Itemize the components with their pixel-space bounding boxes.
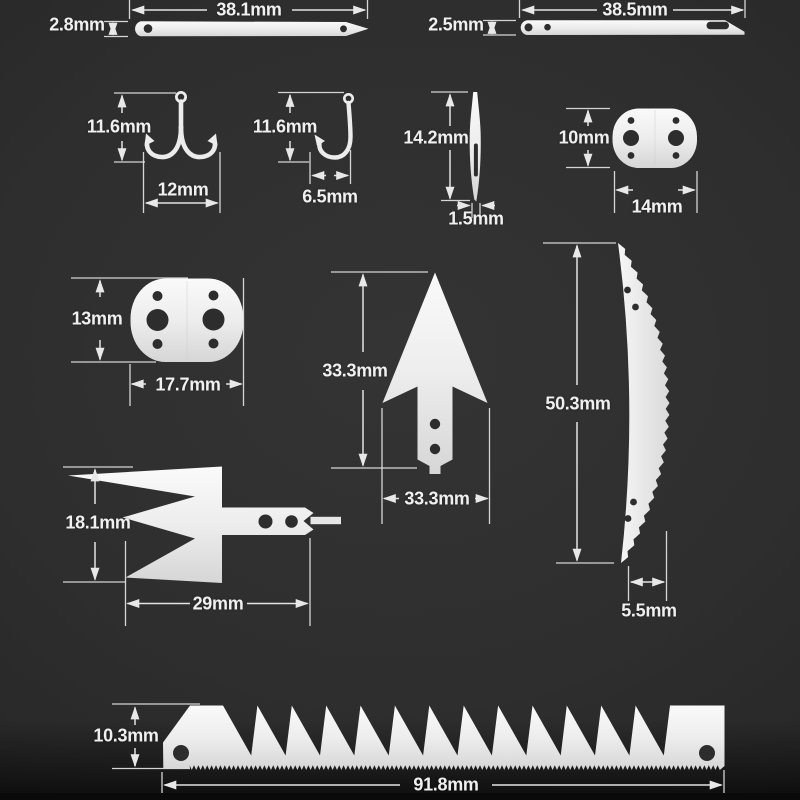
saw-hole: [624, 515, 632, 522]
saw-hole: [624, 286, 631, 294]
needle-dimensions: [431, 91, 495, 218]
dim-label-curved-saw-width: 5.5mm: [621, 600, 677, 621]
long-saw-blade-shape: [163, 705, 725, 770]
strip-hole: [544, 23, 551, 31]
saw-blade-hole: [699, 745, 715, 761]
plate-hole: [152, 339, 163, 349]
needle-shape: [469, 92, 481, 202]
arrowhead-hole: [429, 443, 441, 455]
dim-label-saw-blade-height: 10.3mm: [93, 725, 159, 746]
dim-label-strip-right-width: 38.5mm: [602, 0, 668, 20]
dim-label-oval-small-height: 10mm: [558, 127, 610, 148]
dim-label-arrowhead-width: 33.3mm: [404, 488, 470, 509]
dim-label-double-hook-width: 12mm: [157, 179, 209, 200]
dim-label-needle-height: 14.2mm: [403, 127, 469, 148]
plate-hole: [668, 130, 684, 146]
saw-blade-hole: [173, 745, 189, 761]
single-hook-shape: [314, 93, 354, 160]
dim-label-strip-left-width: 38.1mm: [216, 0, 282, 20]
curved-saw-shape: [618, 243, 670, 563]
strip-slot: [706, 21, 729, 30]
blade-strip-dimensions: [483, 0, 746, 36]
large-oval-plate-dimensions: [71, 277, 245, 406]
dim-label-oval-large-width: 17.7mm: [155, 374, 221, 395]
large-oval-plate-shape: [130, 278, 244, 362]
single-hook-dimensions: [278, 91, 352, 184]
plate-hole: [152, 291, 163, 301]
flat-strip-dimensions: [104, 0, 369, 38]
dim-label-arrowhead-height: 33.3mm: [322, 360, 388, 381]
small-oval-plate-dimensions: [566, 107, 698, 213]
plate-hole: [623, 130, 639, 146]
fish-spear-shape: [68, 466, 341, 583]
dim-label-strip-right-height: 2.5mm: [428, 14, 484, 35]
curved-saw-dimensions: [543, 242, 668, 601]
plate-hole: [672, 152, 680, 159]
small-oval-plate-shape: [612, 108, 697, 168]
plate-hole: [202, 308, 225, 331]
dim-label-curved-saw-height: 50.3mm: [545, 393, 611, 414]
bottom-black-bar: [0, 793, 800, 800]
strip-hole: [143, 24, 153, 33]
plate-hole: [208, 290, 219, 301]
dim-label-spear-width: 29mm: [192, 593, 244, 614]
dim-label-single-hook-width: 6.5mm: [302, 186, 358, 207]
arrowhead-dimensions: [331, 271, 491, 524]
plate-hole: [672, 117, 680, 124]
plate-hole: [627, 152, 635, 159]
needle-eye: [473, 143, 478, 177]
dim-label-single-hook-height: 11.6mm: [252, 116, 318, 137]
flat-strip-shape: [135, 21, 369, 37]
fish-spear-dimensions: [63, 466, 311, 626]
long-saw-blade-dimensions: [112, 703, 725, 800]
double-hook-dimensions: [114, 92, 221, 213]
dim-label-spear-height: 18.1mm: [65, 512, 131, 533]
spear-hole: [285, 515, 298, 528]
dim-label-saw-blade-width: 91.8mm: [413, 774, 479, 795]
saw-hole: [632, 303, 639, 311]
dim-label-oval-small-width: 14mm: [631, 196, 683, 217]
plate-hole: [627, 117, 635, 124]
dim-label-strip-left-height: 2.8mm: [49, 14, 105, 35]
spear-rod: [310, 516, 341, 525]
strip-hole: [340, 25, 347, 33]
dim-label-double-hook-height: 11.6mm: [86, 116, 152, 137]
plate-hole: [208, 338, 219, 349]
plate-hole: [146, 309, 169, 331]
strip-hole: [524, 23, 533, 32]
saw-hole: [630, 498, 637, 506]
blade-strip-shape: [520, 20, 745, 35]
spear-hole: [258, 514, 273, 529]
dim-label-needle-width: 1.5mm: [448, 208, 504, 229]
dim-label-oval-large-height: 13mm: [71, 308, 123, 329]
double-hook-shape: [144, 91, 218, 160]
arrowhead-hole: [429, 418, 441, 430]
arrowhead-shape: [382, 272, 488, 474]
